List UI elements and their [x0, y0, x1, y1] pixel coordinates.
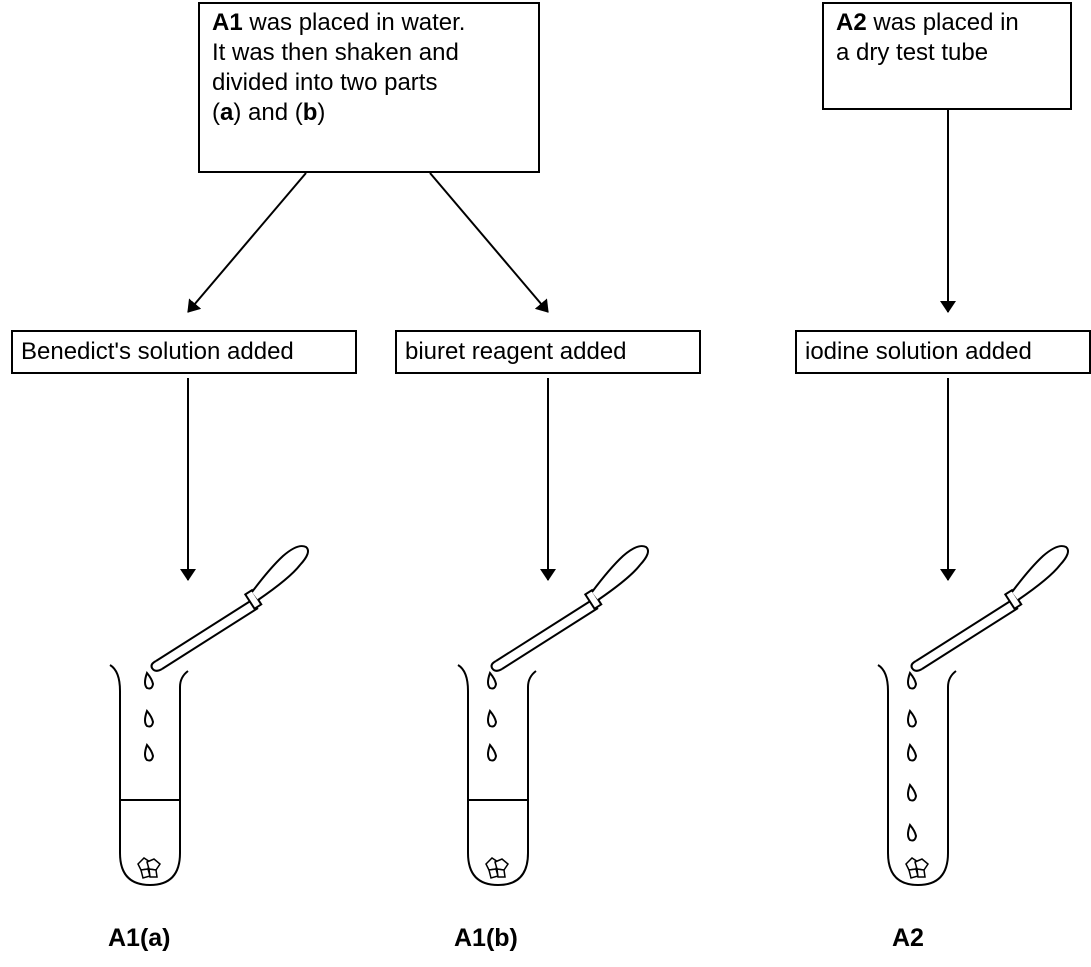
iodine-step-box: iodine solution added — [795, 330, 1091, 374]
a1-line-3: divided into two parts — [212, 69, 438, 96]
a2-sample-label: A2 — [836, 9, 867, 36]
biuret-step-box: biuret reagent added — [395, 330, 701, 374]
benedict-step-box: Benedict's solution added — [11, 330, 357, 374]
a1-line-4-mid: ) and ( — [233, 99, 303, 126]
a1-line-4-close: ) — [317, 99, 326, 126]
tube-label-a2: A2 — [892, 924, 924, 952]
drops-a1b — [487, 671, 498, 762]
benedict-step-label: Benedict's solution added — [21, 338, 294, 365]
test-tube-a1a — [109, 664, 189, 887]
arrow-to-biuret — [429, 172, 549, 313]
dropper-a1b — [490, 545, 649, 672]
biuret-step-label: biuret reagent added — [405, 338, 627, 365]
part-a-label: a — [220, 99, 234, 126]
a1-line-4: (a) and (b) — [212, 98, 526, 128]
drops-a1a — [144, 671, 155, 762]
dropper-a1a — [150, 545, 309, 672]
a1-sample-label: A1 — [212, 9, 243, 36]
part-b-label: b — [302, 99, 318, 126]
arrow-to-benedict — [187, 172, 307, 313]
solid-sample-icon — [485, 857, 509, 879]
test-tube-a2 — [877, 664, 957, 887]
a2-description-box: A2 was placed in a dry test tube — [822, 2, 1072, 110]
drops-a2 — [907, 671, 918, 842]
test-tube-a1b — [457, 664, 537, 887]
a2-line-1-text: was placed in — [866, 9, 1019, 36]
a1-line-1-text: was placed in water. — [242, 9, 466, 36]
a2-line-2: a dry test tube — [836, 39, 989, 66]
a1-line-2: It was then shaken and — [212, 39, 459, 66]
a2-line-1: A2 was placed in — [836, 8, 1058, 38]
solid-sample-icon — [905, 857, 929, 879]
a1-line-1: A1 was placed in water. — [212, 8, 526, 38]
dropper-a2 — [910, 545, 1069, 672]
tube-label-a1b: A1(b) — [454, 924, 518, 952]
solid-sample-icon — [137, 857, 161, 879]
tube-label-a1a: A1(a) — [108, 924, 171, 952]
iodine-step-label: iodine solution added — [805, 338, 1032, 365]
a1-description-box: A1 was placed in water. It was then shak… — [198, 2, 540, 173]
a1-line-4-open: ( — [212, 99, 220, 126]
